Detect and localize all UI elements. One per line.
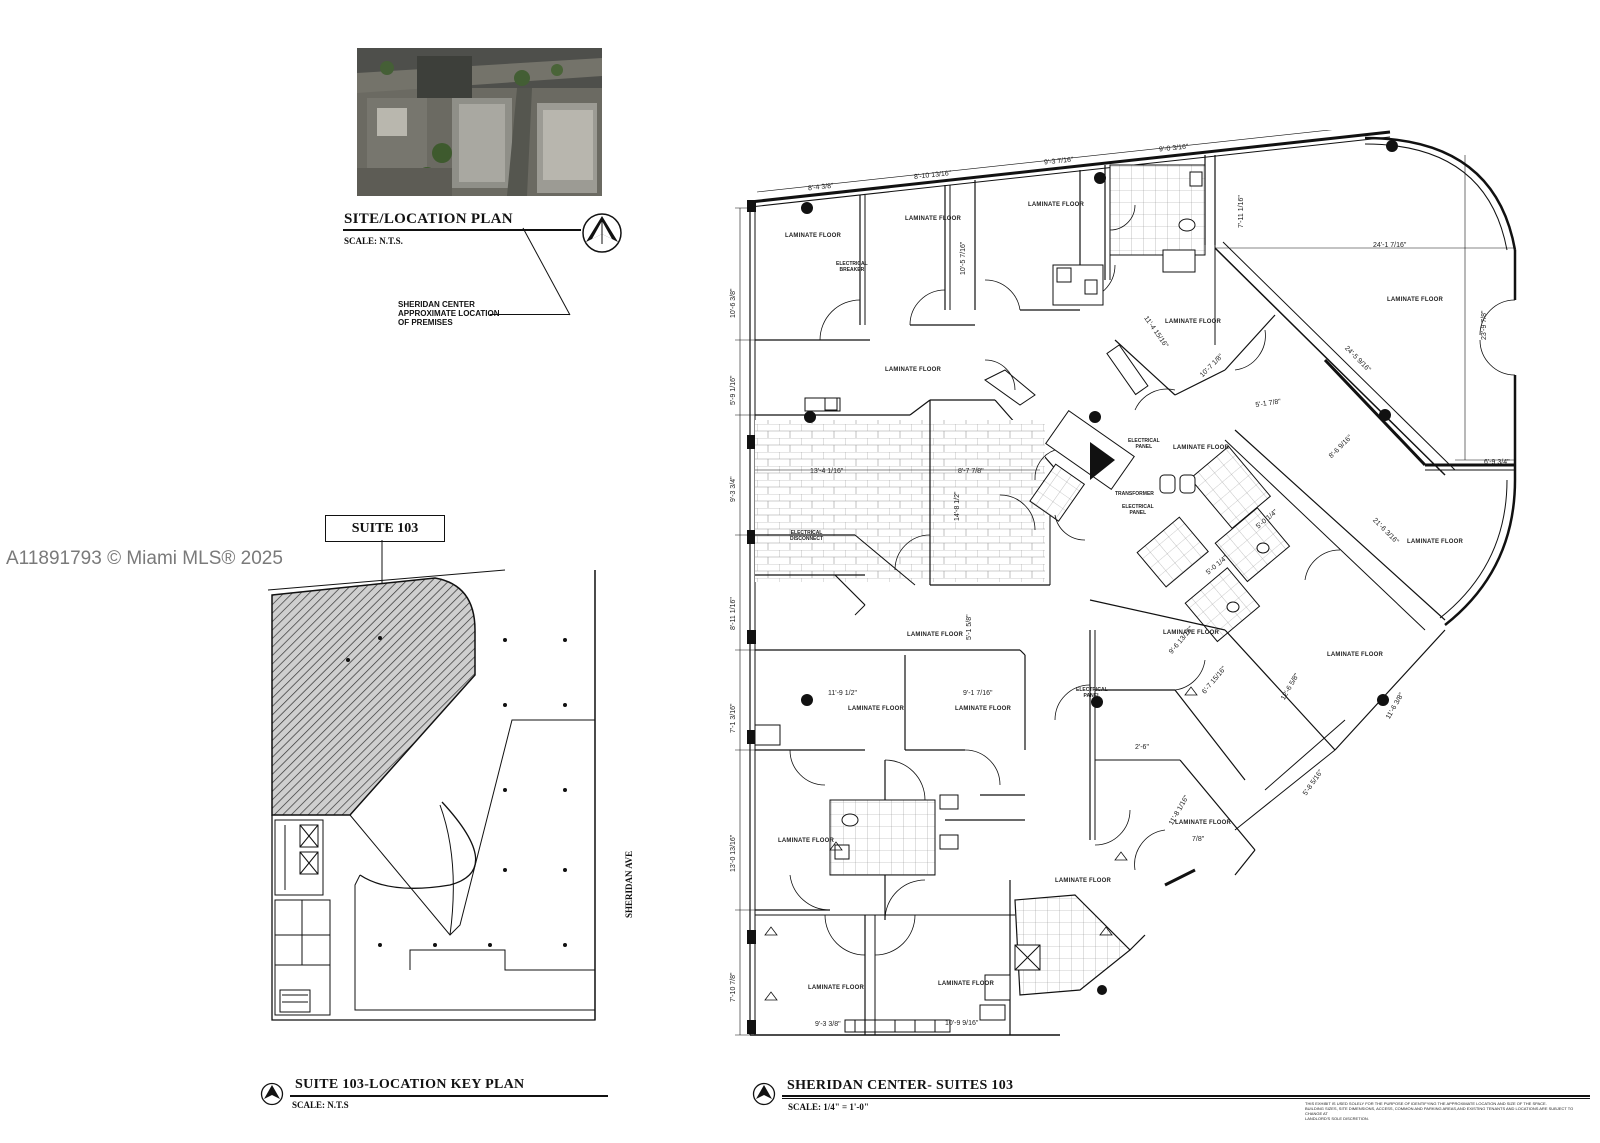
north-arrow-icon: N	[260, 1082, 284, 1106]
north-arrow-icon: N	[752, 1082, 776, 1106]
room-label: LAMINATE FLOOR	[778, 838, 835, 844]
room-label: LAMINATE FLOOR	[1387, 297, 1444, 303]
room-label: LAMINATE FLOOR	[955, 706, 1012, 712]
dimension-label: 23'-9 7/8"	[1481, 310, 1488, 340]
dimension-label: 14'-8 1/2"	[954, 491, 961, 521]
room-label: LAMINATE FLOOR	[848, 706, 905, 712]
dimension-label: 10'-6 3/8"	[730, 288, 737, 318]
floor-plan-title: SHERIDAN CENTER- SUITES 103	[787, 1078, 1014, 1093]
dimension-label: 7/8"	[1192, 836, 1205, 843]
room-label: LAMINATE FLOOR	[1163, 630, 1220, 636]
room-label: LAMINATE FLOOR	[938, 981, 995, 987]
room-label: LAMINATE FLOOR	[907, 632, 964, 638]
dimension-label: 13'-0 13/16"	[730, 834, 737, 872]
dimension-label: 10'-9 9/16"	[945, 1020, 979, 1027]
dimension-label: 5'-9 1/16"	[730, 375, 737, 405]
svg-text:N: N	[762, 1098, 766, 1104]
mls-watermark: A11891793 © Miami MLS® 2025	[6, 548, 283, 569]
site-plan-callout: SHERIDAN CENTER APPROXIMATE LOCATION OF …	[398, 300, 500, 327]
dimension-label: 9'-3 3/8"	[815, 1021, 841, 1028]
street-label: SHERIDAN AVE	[624, 850, 634, 918]
svg-text:N: N	[270, 1098, 274, 1104]
suite-floor-plan	[735, 130, 1517, 1036]
suite-label-box: SUITE 103	[325, 515, 445, 542]
dimension-label: 7'-1 3/16"	[730, 703, 737, 733]
site-plan-scale: SCALE: N.T.S.	[344, 236, 403, 246]
dimension-label: 7'-10 7/8"	[730, 972, 737, 1002]
room-label: LAMINATE FLOOR	[905, 216, 962, 222]
site-plan-title: SITE/LOCATION PLAN	[344, 211, 513, 227]
dimension-label: 6'-9 3/4"	[1484, 459, 1510, 466]
room-label: LAMINATE FLOOR	[1055, 878, 1112, 884]
room-label: LAMINATE FLOOR	[1165, 319, 1222, 325]
room-label: LAMINATE FLOOR	[1028, 202, 1085, 208]
dimension-label: 11'-9 1/2"	[828, 690, 857, 697]
dimension-label: 8'-11 1/16"	[730, 597, 737, 630]
dimension-label: 7'-11 1/16"	[1238, 195, 1245, 228]
room-label: LAMINATE FLOOR	[1327, 652, 1384, 658]
room-label: LAMINATE FLOOR	[785, 233, 842, 239]
room-label: LAMINATE FLOOR	[1173, 445, 1230, 451]
dimension-label: 24'-1 7/16"	[1373, 242, 1407, 249]
room-label: LAMINATE FLOOR	[1175, 820, 1232, 826]
room-label: LAMINATE FLOOR	[1407, 539, 1464, 545]
suite-label: SUITE 103	[351, 521, 419, 536]
floor-plan-scale: SCALE: 1/4" = 1'-0"	[788, 1102, 869, 1112]
dimension-label: 5'-1 5/8"	[966, 614, 973, 640]
key-plan-drawing	[267, 540, 596, 1021]
aerial-photo	[357, 48, 602, 196]
room-label: LAMINATE FLOOR	[885, 367, 942, 373]
key-plan-title: SUITE 103-LOCATION KEY PLAN	[295, 1077, 525, 1092]
north-arrow-icon	[582, 213, 622, 253]
room-label: LAMINATE FLOOR	[808, 985, 865, 991]
transformer-label: TRANSFORMER	[1115, 491, 1154, 497]
dimension-label: 10'-5 7/16"	[960, 241, 967, 275]
dimension-label: 8'-7 7/8"	[958, 468, 984, 475]
dimension-label: 2'-6"	[1135, 744, 1149, 751]
disclaimer: THIS EXHIBIT IS USED SOLELY FOR THE PURP…	[1305, 1101, 1574, 1121]
dimension-label: 9'-1 7/16"	[963, 690, 993, 697]
key-plan-scale: SCALE: N.T.S	[292, 1100, 349, 1110]
dimension-label: 13'-4 1/16"	[810, 468, 844, 475]
dimension-label: 9'-3 3/4"	[730, 476, 737, 502]
